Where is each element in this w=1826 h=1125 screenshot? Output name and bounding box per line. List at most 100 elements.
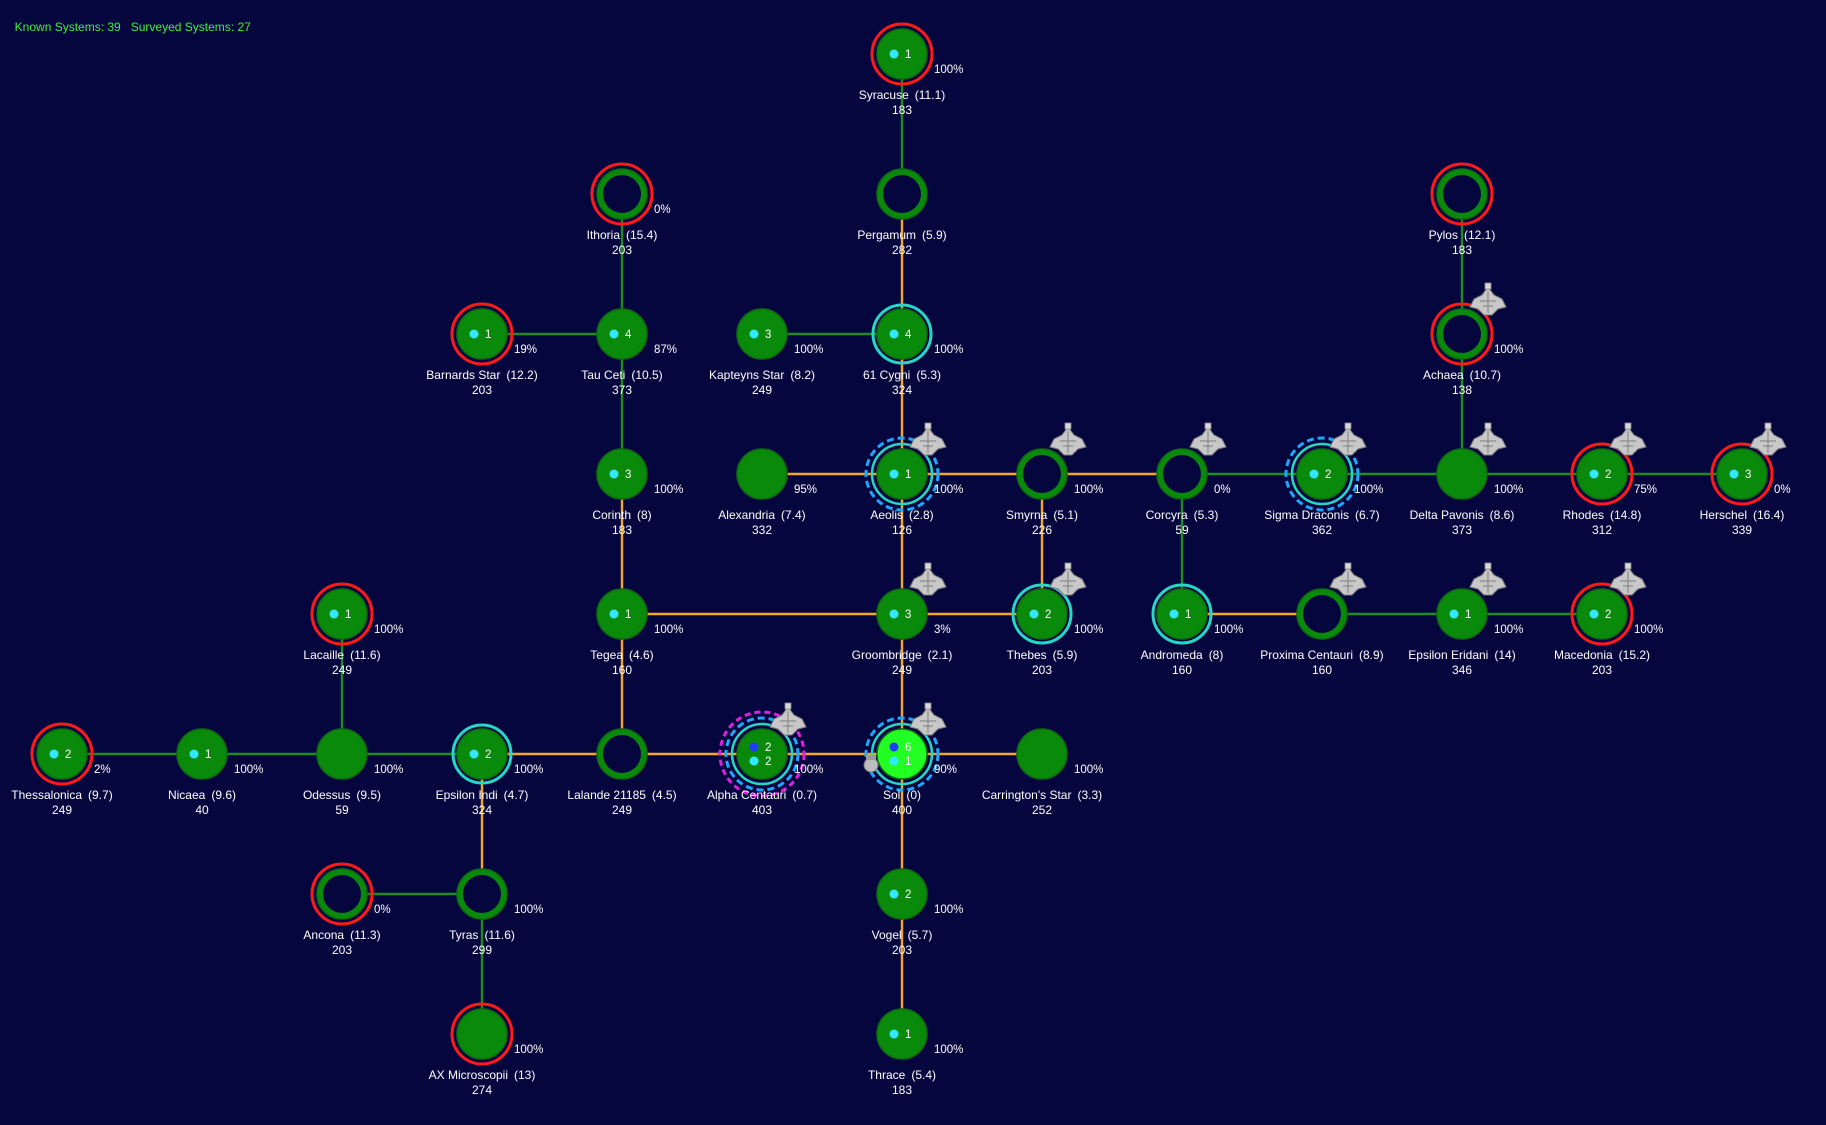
system-value: 373	[1452, 523, 1472, 537]
warship-icon[interactable]	[1609, 562, 1647, 596]
system-value: 346	[1452, 663, 1472, 677]
system-alexandria[interactable]: 95%Alexandria(7.4)332	[718, 448, 817, 537]
survey-percent: 19%	[514, 344, 537, 356]
system-smyrna[interactable]: 100%Smyrna(5.1)226	[1006, 422, 1103, 537]
system-value: 299	[472, 943, 492, 957]
system-barnards[interactable]: 119%Barnards Star(12.2)203	[426, 302, 538, 397]
system-achaea[interactable]: 100%Achaea(10.7)138	[1423, 282, 1523, 397]
warship-icon[interactable]	[1049, 562, 1087, 596]
unsurveyed-ring-icon	[1570, 582, 1634, 646]
system-name-label: Barnards Star(12.2)	[426, 368, 537, 382]
warship-icon[interactable]	[909, 422, 947, 456]
warship-icon[interactable]	[1749, 422, 1787, 456]
system-distance: (5.4)	[911, 1068, 936, 1082]
system-herschel[interactable]: 30%Herschel(16.4)339	[1700, 422, 1791, 537]
system-name-label: AX Microscopii(13)	[429, 1068, 536, 1082]
system-value: 274	[472, 1083, 492, 1097]
system-name: Carrington's Star	[982, 788, 1072, 802]
system-name-label: Vogel(5.7)	[872, 928, 933, 942]
system-name: Epsilon Indi	[436, 788, 498, 802]
system-name: Ithoria	[587, 228, 621, 242]
star-system-icon	[1296, 448, 1348, 500]
system-name-label: Andromeda(8)	[1141, 648, 1224, 662]
system-thessalonica[interactable]: 22%Thessalonica(9.7)249	[11, 722, 113, 817]
jump-point-dot-icon	[1449, 609, 1459, 619]
warship-icon[interactable]	[1609, 422, 1647, 456]
system-name: AX Microscopii	[429, 1068, 508, 1082]
warship-icon[interactable]	[909, 562, 947, 596]
system-odessus[interactable]: 100%Odessus(9.5)59	[303, 728, 403, 817]
system-lalande[interactable]: Lalande 21185(4.5)249	[567, 728, 677, 817]
system-carringtons[interactable]: 100%Carrington's Star(3.3)252	[982, 728, 1104, 817]
system-pylos[interactable]: Pylos(12.1)183	[1429, 162, 1496, 257]
system-ithoria[interactable]: 0%Ithoria(15.4)203	[587, 162, 671, 257]
colony-ring-icon	[870, 442, 934, 506]
colony-ring-icon	[1011, 583, 1073, 645]
jump-point-dot-icon	[1589, 469, 1599, 479]
star-system-icon	[736, 448, 788, 500]
system-name-label: Sigma Draconis(6.7)	[1264, 508, 1379, 522]
warship-icon[interactable]	[1469, 282, 1507, 316]
star-system-icon	[176, 728, 228, 780]
system-distance: (5.9)	[922, 228, 947, 242]
system-deltapavonis[interactable]: 100%Delta Pavonis(8.6)373	[1410, 422, 1524, 537]
colony-ring-icon	[730, 722, 794, 786]
system-name-label: Rhodes(14.8)	[1563, 508, 1642, 522]
warship-icon[interactable]	[1049, 422, 1087, 456]
jump-point-dot-icon	[1169, 609, 1179, 619]
system-ancona[interactable]: 0%Ancona(11.3)203	[303, 862, 391, 957]
system-tauceti[interactable]: 487%Tau Ceti(10.5)373	[581, 308, 677, 397]
space-station-icon[interactable]	[863, 755, 879, 773]
system-name-label: Pergamum(5.9)	[857, 228, 946, 242]
warship-icon[interactable]	[1469, 562, 1507, 596]
system-groombridge[interactable]: 33%Groombridge(2.1)249	[852, 562, 953, 677]
survey-percent: 100%	[1074, 624, 1103, 636]
jump-point-dot-icon	[469, 749, 479, 759]
warship-icon[interactable]	[909, 702, 947, 736]
system-rhodes[interactable]: 275%Rhodes(14.8)312	[1563, 422, 1657, 537]
jump-count-secondary: 1	[905, 756, 911, 768]
survey-percent: 100%	[934, 344, 963, 356]
warship-icon[interactable]	[1329, 562, 1367, 596]
system-proxima[interactable]: Proxima Centauri(8.9)160	[1260, 562, 1384, 677]
system-name-label: Pylos(12.1)	[1429, 228, 1496, 242]
system-name: Tau Ceti	[581, 368, 625, 382]
system-distance: (12.2)	[506, 368, 537, 382]
system-axmicroscopii[interactable]: 100%AX Microscopii(13)274	[429, 1002, 544, 1097]
survey-percent: 0%	[654, 204, 671, 216]
unsurveyed-ring-icon	[1430, 302, 1494, 366]
warship-icon[interactable]	[769, 702, 807, 736]
jump-count: 1	[905, 1029, 911, 1041]
star-system-icon	[456, 728, 508, 780]
system-distance: (2.8)	[909, 508, 934, 522]
system-distance: (14.8)	[1610, 508, 1641, 522]
warship-icon[interactable]	[1329, 422, 1367, 456]
system-corcyra[interactable]: 0%Corcyra(5.3)59	[1146, 422, 1231, 537]
jump-count: 1	[205, 749, 211, 761]
warship-icon[interactable]	[1469, 422, 1507, 456]
warship-icon[interactable]	[1189, 422, 1227, 456]
survey-percent: 100%	[1074, 484, 1103, 496]
system-pergamum[interactable]: Pergamum(5.9)282	[857, 168, 947, 257]
system-tyras[interactable]: 100%Tyras(11.6)299	[449, 868, 543, 957]
